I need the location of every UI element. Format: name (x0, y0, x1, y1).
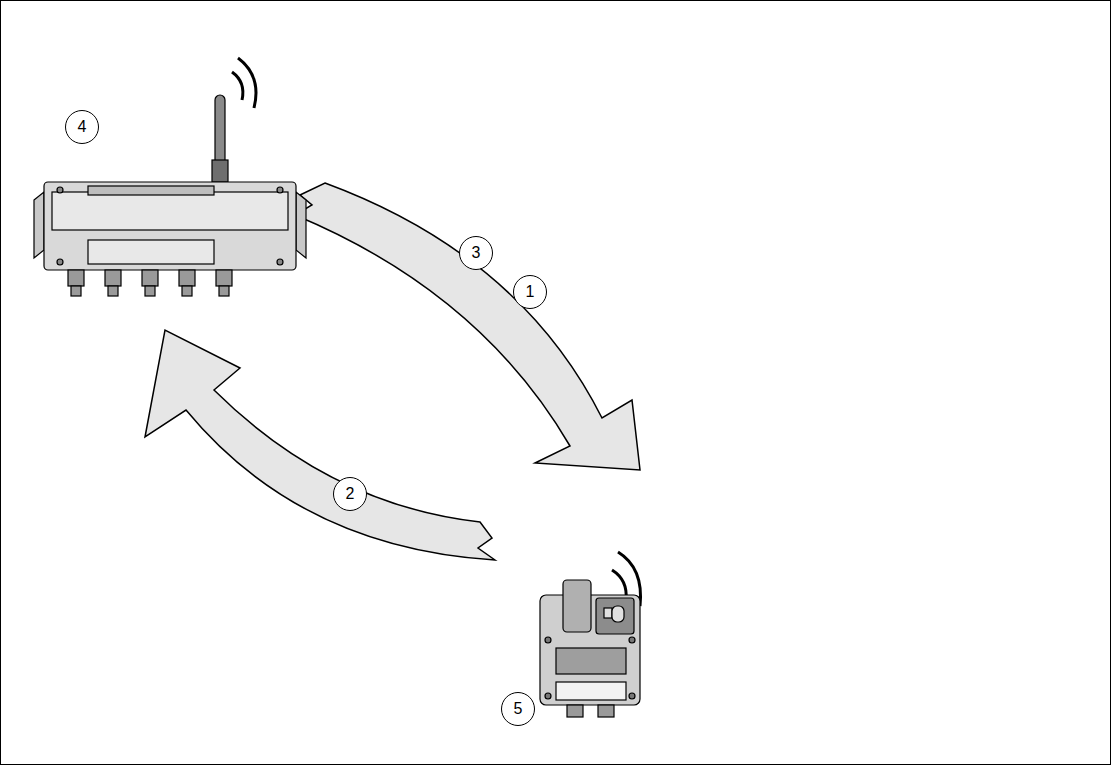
callout-number: 1 (513, 275, 547, 309)
callout-text: 4 (78, 118, 87, 136)
callout-number: 3 (459, 236, 493, 270)
callout-text: 2 (346, 485, 355, 503)
flow-arrow (145, 330, 495, 560)
callout-text: 3 (472, 244, 481, 262)
callout-number: 4 (65, 110, 99, 144)
callout-text: 5 (514, 700, 523, 718)
callout-number: 2 (333, 477, 367, 511)
sensor-device (540, 552, 641, 717)
callout-text: 1 (526, 283, 535, 301)
gateway-device (34, 58, 306, 296)
callout-number: 5 (501, 692, 535, 726)
flow-arrow (295, 183, 640, 470)
